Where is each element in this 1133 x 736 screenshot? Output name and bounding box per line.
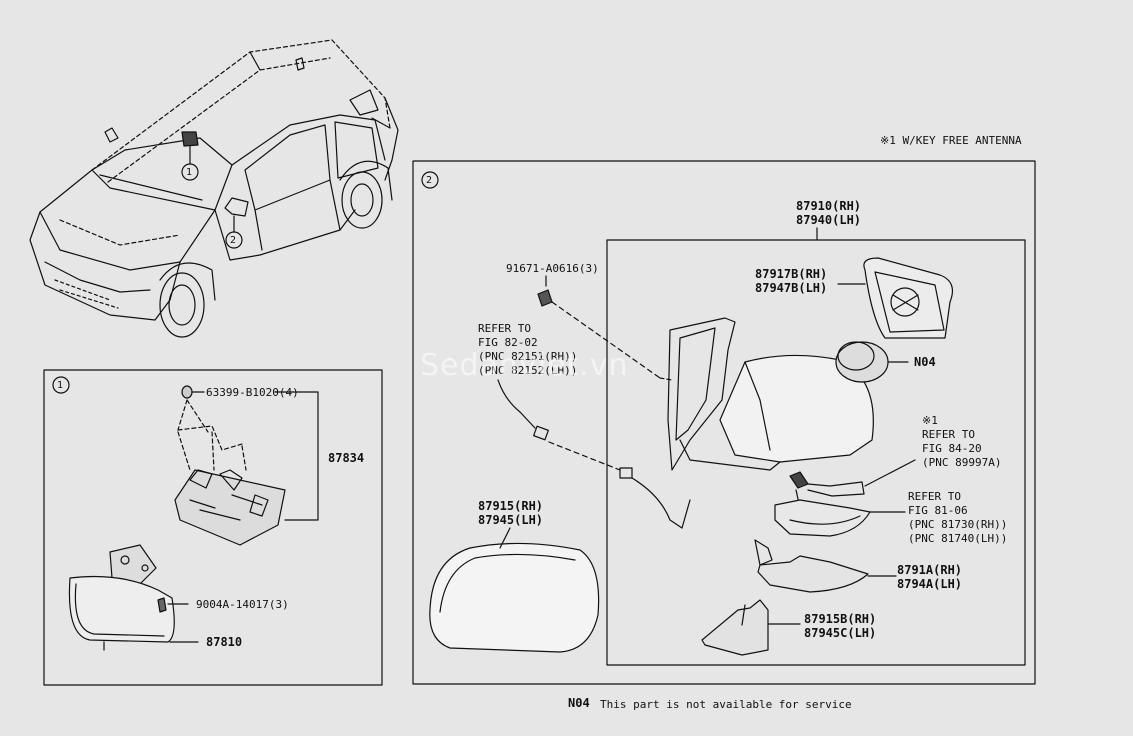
ref-lamp-line-4: (PNC 81740(LH)) [908, 532, 1008, 545]
glass-lh: 87947B(LH) [755, 281, 828, 295]
mirror-assy-frame [606, 239, 1026, 666]
ref-lamp-line-2: FIG 81-06 [908, 504, 968, 517]
actuator-code: N04 [914, 355, 936, 369]
vehicle-outline [29, 39, 399, 338]
footer-code: N04 [568, 696, 590, 710]
callout-1: 1 [186, 167, 193, 178]
ref-lamp-line-1: REFER TO [908, 490, 961, 503]
lower-cover-rh: 87915B(RH) [804, 612, 877, 626]
panel-2-callout: 2 [426, 175, 433, 186]
mirror-assy-lh: 87940(LH) [796, 213, 862, 227]
bolt-part-number: 91671-A0616(3) [506, 262, 599, 275]
watermark: Sedanviet.vn [420, 348, 629, 383]
ref-harness-line-1: REFER TO [478, 322, 531, 335]
callout-2: 2 [230, 235, 237, 246]
mirror-assy-rh: 87910(RH) [796, 199, 862, 213]
panel-1-callout: 1 [57, 380, 64, 391]
outer-mirror-parts [429, 257, 953, 656]
ref-antenna-line-2: FIG 84-20 [922, 442, 982, 455]
footer-note: This part is not available for service [600, 698, 852, 711]
screw-part-number: 9004A-14017(3) [196, 598, 289, 611]
panel-2-frame [412, 160, 1036, 685]
inner-mirror-parts [68, 385, 319, 651]
base-rh: 8791A(RH) [897, 563, 963, 577]
ref-lamp-line-3: (PNC 81730(RH)) [908, 518, 1008, 531]
ref-harness-line-2: FIG 82-02 [478, 336, 538, 349]
holder-part-number: 87834 [328, 451, 365, 465]
ref-antenna-mark: ※1 [922, 414, 938, 427]
ref-harness-line-4: (PNC 82152(LH)) [478, 364, 578, 377]
ref-antenna-line-1: REFER TO [922, 428, 975, 441]
cover-lh: 87945(LH) [478, 513, 544, 527]
cover-rh: 87915(RH) [478, 499, 544, 513]
base-lh: 8794A(LH) [897, 577, 963, 591]
panel-1-frame [43, 369, 383, 686]
lower-cover-lh: 87945C(LH) [804, 626, 877, 640]
ref-antenna-line-3: (PNC 89997A) [922, 456, 1002, 469]
ref-harness-line-3: (PNC 82151(RH)) [478, 350, 578, 363]
inner-mirror-part-number: 87810 [206, 635, 243, 649]
clip-part-number: 63399-B1020(4) [206, 386, 299, 399]
key-free-antenna-note: ※1 W/KEY FREE ANTENNA [880, 134, 1022, 147]
glass-rh: 87917B(RH) [755, 267, 828, 281]
